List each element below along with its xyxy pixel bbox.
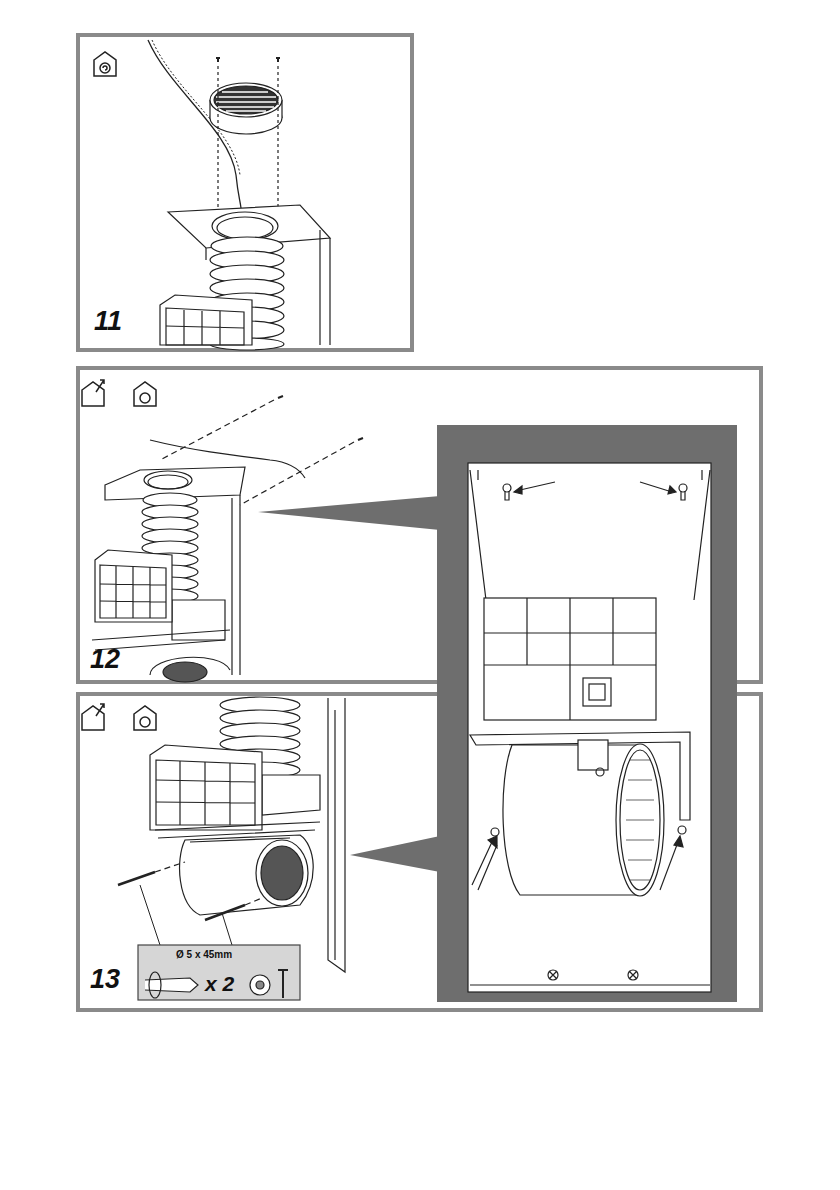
step-number: 12 bbox=[90, 646, 120, 673]
screw-dimension: Ø 5 x 45mm bbox=[176, 950, 232, 960]
step-number: 11 bbox=[94, 308, 122, 335]
screw-quantity: x 2 bbox=[205, 973, 234, 994]
step-number: 13 bbox=[90, 966, 120, 993]
